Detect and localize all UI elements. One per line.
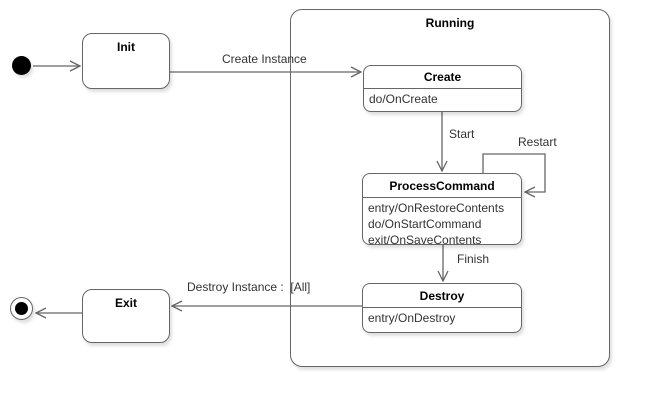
state-init-label: Init xyxy=(117,40,135,54)
state-action: entry/OnDestroy xyxy=(368,311,456,325)
state-create: Create do/OnCreate xyxy=(363,65,522,112)
state-create-actions: do/OnCreate xyxy=(364,89,521,107)
state-create-title: Create xyxy=(364,66,521,89)
transition-label-finish: Finish xyxy=(457,252,490,266)
state-action: exit/OnSaveContents xyxy=(368,233,482,247)
transition-label-create-instance: Create Instance xyxy=(222,52,307,66)
state-init: Init xyxy=(82,33,170,89)
state-action: entry/OnRestoreContents xyxy=(368,201,505,215)
transition-label-start: Start xyxy=(449,127,475,141)
final-state-inner-dot xyxy=(15,302,28,315)
state-destroy-title: Destroy xyxy=(363,284,521,308)
state-exit: Exit xyxy=(82,289,170,343)
state-process-command-title: ProcessCommand xyxy=(363,174,521,198)
state-exit-label: Exit xyxy=(114,296,137,310)
transition-label-destroy-instance: Destroy Instance : [All] xyxy=(187,280,311,294)
state-process-command: ProcessCommand entry/OnRestoreContents d… xyxy=(362,173,522,248)
state-action: do/OnStartCommand xyxy=(368,217,482,231)
initial-state-icon xyxy=(12,56,31,75)
state-running-label: Running xyxy=(425,16,475,30)
state-process-command-actions: entry/OnRestoreContents do/OnStartComman… xyxy=(363,198,521,248)
state-action: do/OnCreate xyxy=(369,92,438,106)
state-destroy: Destroy entry/OnDestroy xyxy=(362,283,522,333)
final-state-icon xyxy=(10,297,33,320)
transition-label-restart: Restart xyxy=(518,135,557,149)
state-destroy-actions: entry/OnDestroy xyxy=(363,308,521,326)
